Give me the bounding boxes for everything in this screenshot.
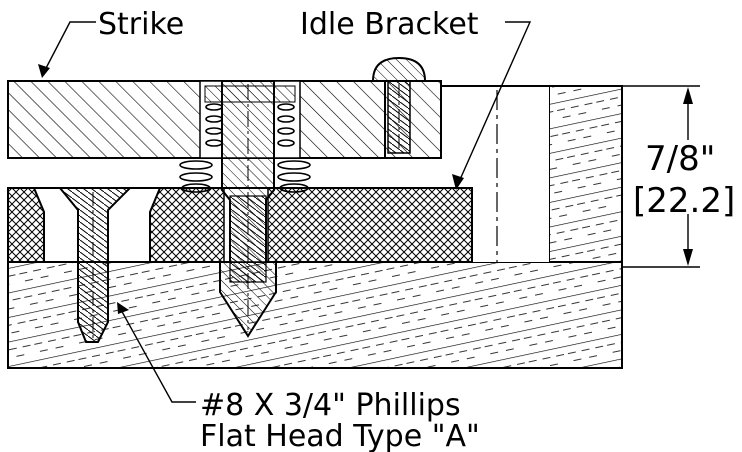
- dimension-7-8: [622, 85, 700, 268]
- leader-lines: [38, 21, 532, 403]
- dimension-fraction-label: 7/8": [645, 139, 715, 179]
- strike-plate: [7, 80, 386, 159]
- screw-label-line1: #8 X 3/4" Phillips: [200, 388, 461, 423]
- strike-label: Strike: [98, 7, 184, 42]
- idle-bracket-label: Idle Bracket: [300, 7, 479, 42]
- wood-base: [7, 85, 623, 369]
- bolt: [219, 80, 277, 338]
- screw-label-line2: Flat Head Type "A": [200, 419, 480, 452]
- dimension-metric-label: [22.2]: [633, 181, 735, 221]
- round-head-screw: [371, 56, 427, 154]
- flat-head-screw: [57, 187, 133, 343]
